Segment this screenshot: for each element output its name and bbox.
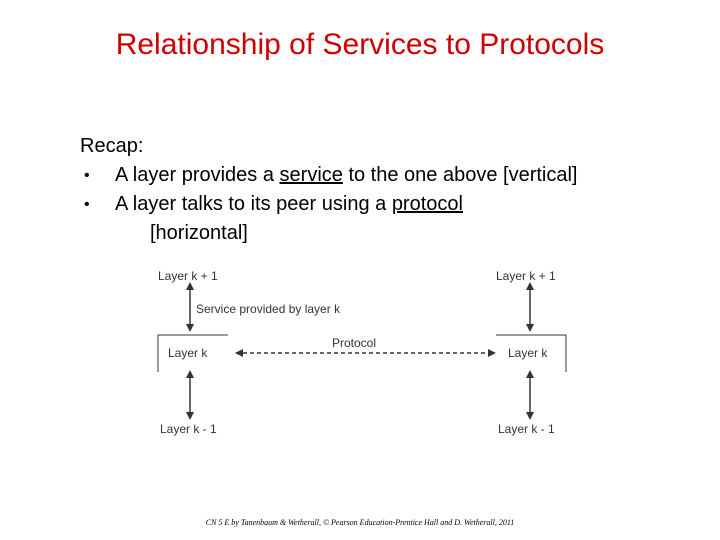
layer-diagram-graphic xyxy=(157,282,567,420)
bullet-text-post: to the one above [vertical] xyxy=(342,164,578,186)
bullet-term-protocol: protocol xyxy=(391,193,463,215)
bullet-item-service: • A layer provides a service to the one … xyxy=(80,161,577,190)
left-layer-k-plus-1-label: Layer k + 1 xyxy=(158,269,218,283)
bullet-item-protocol: • A layer talks to its peer using a prot… xyxy=(80,190,577,248)
bullet-continuation: [horizontal] xyxy=(150,222,248,244)
service-label: Service provided by layer k xyxy=(196,302,341,316)
slide-title: Relationship of Services to Protocols xyxy=(115,28,605,61)
right-layer-k-plus-1-label: Layer k + 1 xyxy=(496,269,556,283)
bullet-icon: • xyxy=(84,196,90,213)
left-layer-k-box xyxy=(157,334,228,372)
right-layer-k-minus-1-label: Layer k - 1 xyxy=(498,422,555,436)
left-layer-k-label: Layer k xyxy=(168,346,208,360)
slide-footer: CN 5 E by Tanenbaum & Wetherall, © Pears… xyxy=(205,518,515,527)
recap-label: Recap: xyxy=(80,135,144,157)
bullet-text-pre: A layer provides a xyxy=(115,164,280,186)
left-layer-k-minus-1-label: Layer k - 1 xyxy=(160,422,217,436)
bullet-icon: • xyxy=(84,167,90,184)
right-layer-k-label: Layer k xyxy=(508,346,548,360)
layer-diagram: Layer k + 1 Service provided by layer k … xyxy=(150,262,580,442)
right-layer-k-box xyxy=(496,334,567,372)
bullet-text-pre: A layer talks to its peer using a xyxy=(115,193,392,215)
slide-body: Recap: • A layer provides a service to t… xyxy=(80,132,577,248)
bullet-term-service: service xyxy=(279,164,343,186)
protocol-label: Protocol xyxy=(332,336,377,350)
